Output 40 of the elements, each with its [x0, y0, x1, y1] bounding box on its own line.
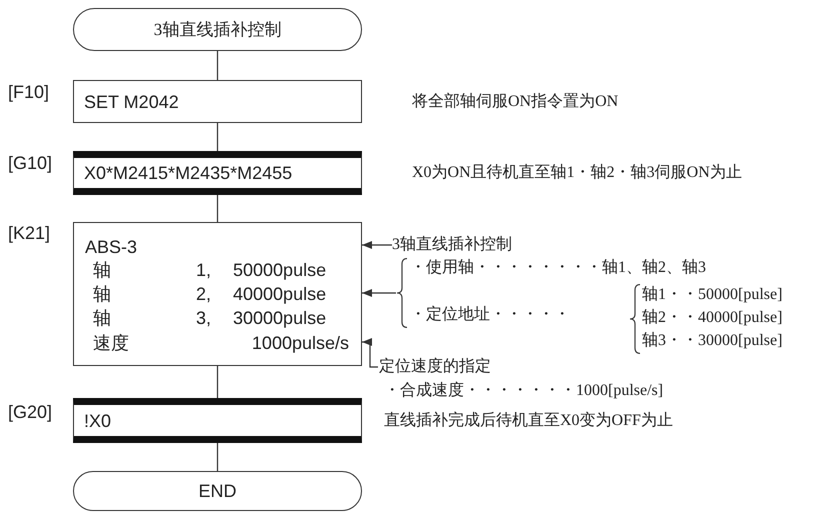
annotation-text: 轴1・・50000[pulse] [642, 286, 782, 304]
annotation-text: 定位速度的指定 [379, 358, 491, 376]
step-number: [K21] [8, 223, 50, 243]
annotation-text: ・定位地址・・・・・ [410, 306, 570, 324]
connector-line [216, 366, 218, 398]
instruction-text: 轴 [93, 284, 111, 304]
leader-arrow [362, 338, 378, 368]
annotation-text: 轴3・・30000[pulse] [642, 332, 782, 350]
step-number: [G20] [8, 402, 52, 422]
connector-line [216, 123, 218, 151]
comment-text: 将全部轴伺服ON指令置为ON [412, 93, 618, 111]
instruction-text: 1000pulse/s [250, 333, 349, 353]
comment-text: 直线插补完成后待机直至X0变为OFF为止 [384, 412, 673, 430]
instruction-text: 3, [194, 308, 211, 328]
connector-line [216, 195, 218, 222]
comment-text: X0为ON且待机直至轴1・轴2・轴3伺服ON为止 [412, 164, 742, 182]
annotation-text: 3轴直线插补控制 [392, 236, 512, 254]
instruction-text: 1, [194, 260, 211, 280]
terminal-shape: END [73, 471, 362, 511]
wait-box: X0*M2415*M2435*M2455 [73, 151, 362, 195]
process-box [73, 222, 362, 366]
instruction-text: 50000pulse [233, 260, 326, 280]
connector-line [216, 443, 218, 471]
connector-line [216, 51, 218, 80]
annotation-text: ・使用轴・・・・・・・・轴1、轴2、轴3 [410, 259, 706, 277]
step-number: [G10] [8, 153, 52, 173]
instruction-text: 40000pulse [233, 284, 326, 304]
leader-arrow [362, 289, 396, 297]
step-number: [F10] [8, 82, 50, 102]
wait-box: !X0 [73, 398, 362, 443]
instruction-text: 速度 [93, 333, 129, 353]
leader-arrow [362, 241, 392, 249]
annotation-text: 轴2・・40000[pulse] [642, 309, 782, 327]
instruction-text: 30000pulse [233, 308, 326, 328]
terminal-shape: 3轴直线插补控制 [73, 8, 362, 51]
instruction-text: 2, [194, 284, 211, 304]
instruction-text: 轴 [93, 308, 111, 328]
process-box: SET M2042 [73, 80, 362, 123]
instruction-text: 轴 [93, 260, 111, 280]
instruction-text: ABS-3 [85, 237, 138, 257]
